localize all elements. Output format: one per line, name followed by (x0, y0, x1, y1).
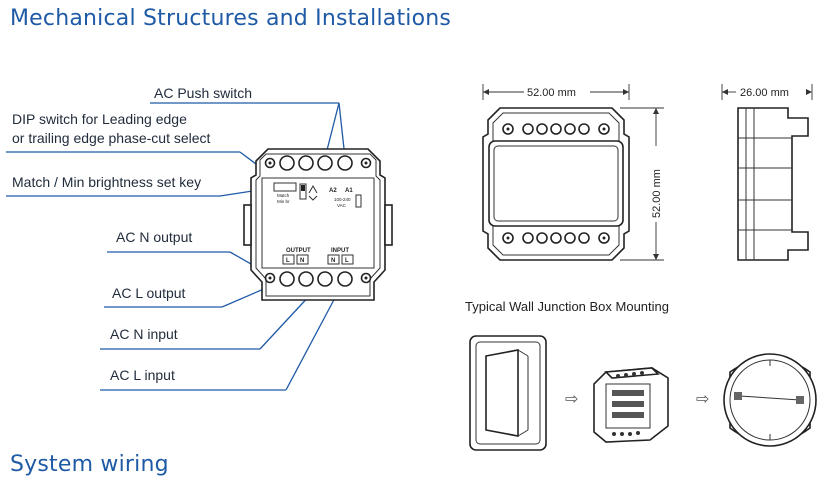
device-side-view: 26.00 mm (721, 84, 813, 261)
device-label-vac: VAC (337, 203, 347, 208)
device-label-input-n: N (331, 258, 335, 264)
device-label-a1: A1 (345, 188, 353, 194)
device-label-min-br: Min br (277, 199, 290, 204)
arrow-right-icon: ⇨ (565, 389, 578, 408)
callout-ac-l-input: AC L input (110, 367, 175, 383)
page-title: Mechanical Structures and Installations (10, 6, 452, 31)
section-title-system-wiring: System wiring (10, 452, 169, 477)
device-label-a2: A2 (329, 188, 337, 194)
device-label-input-l: L (345, 258, 349, 264)
callout-ac-n-input: AC N input (110, 326, 178, 342)
callout-match-key: Match / Min brightness set key (12, 174, 201, 190)
right-side-notch (384, 204, 393, 246)
left-side-notch (243, 204, 252, 246)
terminal-icon (337, 271, 353, 287)
terminal-icon (279, 155, 295, 171)
device-3d-illustration (593, 367, 669, 443)
dimension-height: 52.00 mm (651, 169, 663, 218)
device-label-input: INPUT (331, 248, 349, 254)
device-label-output-n: N (300, 258, 304, 264)
arrow-right-icon: ⇨ (696, 389, 709, 408)
mounting-label: Typical Wall Junction Box Mounting (465, 299, 669, 314)
callout-dip-switch-line2: or trailing edge phase-cut select (12, 130, 211, 146)
dip-switch-icon (299, 183, 307, 200)
junction-box-illustration (723, 353, 817, 447)
wall-switch-illustration (469, 335, 547, 451)
terminal-icon (317, 271, 333, 287)
terminal-icon (298, 271, 314, 287)
dimension-width: 52.00 mm (527, 87, 576, 99)
device-front-detail: Match Min br A2 A1 100-240 VAC OUTPUT IN… (243, 148, 393, 301)
terminal-icon (317, 155, 333, 171)
terminal-icon (279, 271, 295, 287)
callout-dip-switch-line1: DIP switch for Leading edge (12, 111, 187, 127)
callout-ac-l-output: AC L output (112, 285, 186, 301)
callout-ac-push-switch: AC Push switch (154, 85, 252, 101)
device-front-dimensioned: 52.00 mm 52.00 mm (482, 84, 664, 261)
callout-ac-n-output: AC N output (116, 229, 192, 245)
dimension-depth: 26.00 mm (740, 87, 789, 99)
device-label-match: Match (277, 193, 290, 198)
terminal-icon (298, 155, 314, 171)
device-label-output: OUTPUT (286, 248, 311, 254)
device-label-voltage: 100-240 (334, 197, 351, 202)
terminal-icon (337, 155, 353, 171)
callout-lines (6, 102, 346, 391)
device-label-output-l: L (286, 258, 290, 264)
